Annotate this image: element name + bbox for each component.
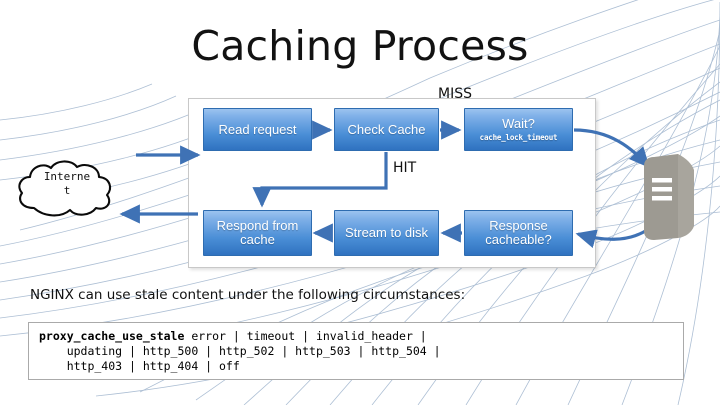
code-content: proxy_cache_use_stale error | timeout | … [39,329,675,374]
internet-cloud-label: Interne t [34,170,100,198]
node-label: Response cacheable? [485,218,552,247]
node-stream-to-disk[interactable]: Stream to disk [334,210,439,256]
code-block: proxy_cache_use_stale error | timeout | … [28,322,684,380]
node-read-request[interactable]: Read request [203,108,312,151]
node-label: Respond from cache [216,218,299,247]
edge-label-miss: MISS [438,86,472,102]
node-label: Check Cache [347,121,426,137]
node-respond-from-cache[interactable]: Respond from cache [203,210,312,256]
code-line1-rest: error | timeout | invalid_header | [184,329,427,343]
page-title: Caching Process [191,22,529,70]
node-response-cacheable[interactable]: Response cacheable? [464,210,573,256]
internet-cloud-icon [18,160,112,217]
node-sublabel: cache_lock_timeout [479,133,558,142]
node-label: Stream to disk [344,225,429,240]
cloud-label-line1: Interne [43,170,91,183]
cloud-label-line2: t [63,184,71,197]
node-label: Read request [218,121,297,137]
code-line2: updating | http_500 | http_502 | http_50… [39,344,441,358]
origin-server-icon [644,154,694,240]
code-line3: http_403 | http_404 | off [39,359,240,373]
caption-text: NGINX can use stale content under the fo… [30,287,466,303]
edge-label-hit: HIT [393,160,417,176]
node-check-cache[interactable]: Check Cache [334,108,439,151]
node-label: Wait? [502,116,535,131]
code-directive: proxy_cache_use_stale [39,329,185,343]
node-wait[interactable]: Wait? cache_lock_timeout [464,108,573,151]
